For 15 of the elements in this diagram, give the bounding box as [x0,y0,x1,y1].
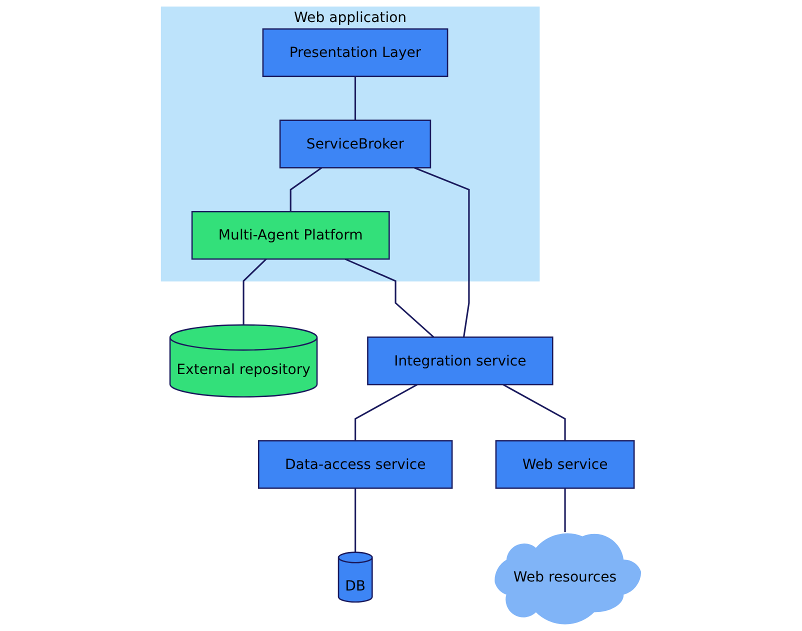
node-box: Integration service [367,336,554,386]
connector [354,384,418,441]
node-box: Web service [495,440,635,489]
connector [290,167,322,212]
node-box: Presentation Layer [262,28,448,78]
node-box: Data-access service [258,440,453,489]
connector [564,488,566,532]
node-box: ServiceBroker [279,120,432,168]
connector [354,488,356,552]
connector [344,258,434,338]
connector [354,76,356,120]
connector [242,258,267,325]
node-box: Multi-Agent Platform [191,210,390,260]
connector [502,384,566,441]
connector [414,166,470,338]
